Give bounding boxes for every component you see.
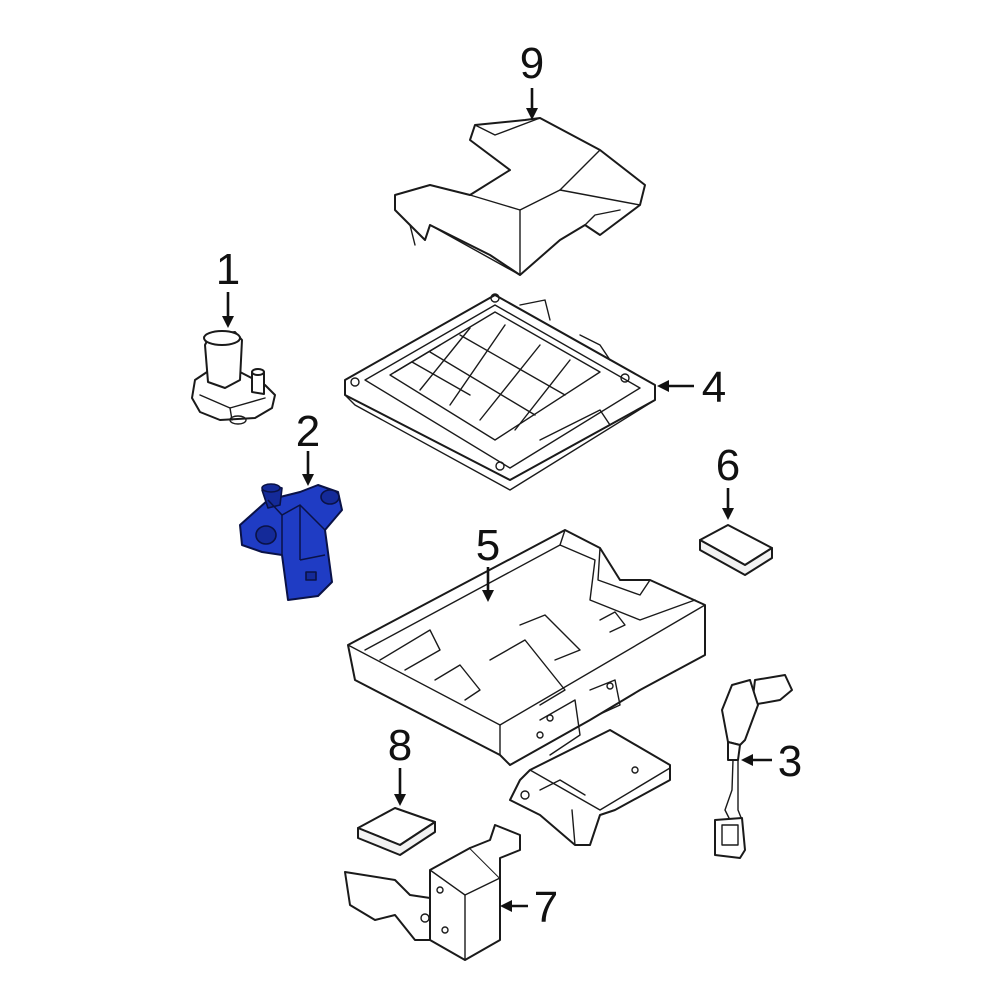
callout-5[interactable]: 5	[476, 521, 500, 570]
part-9-cover[interactable]	[394, 117, 646, 276]
part-2-sensor-highlighted[interactable]	[239, 483, 343, 601]
callout-arrow-4	[657, 380, 694, 392]
callout-arrow-1	[222, 292, 234, 328]
callout-7[interactable]: 7	[534, 883, 558, 932]
part-7-bracket[interactable]	[344, 824, 521, 961]
callout-arrow-8	[394, 768, 406, 806]
callout-4[interactable]: 4	[702, 363, 726, 412]
part-5-tray[interactable]	[347, 529, 706, 846]
callout-arrow-5	[482, 567, 494, 602]
callout-3[interactable]: 3	[778, 737, 802, 786]
callout-2[interactable]: 2	[296, 407, 320, 456]
part-1-sensor[interactable]	[191, 330, 276, 425]
callout-arrow-9	[526, 88, 538, 120]
callout-9[interactable]: 9	[520, 39, 544, 88]
callout-6[interactable]: 6	[716, 441, 740, 490]
callout-arrow-2	[302, 451, 314, 486]
callout-arrow-3	[741, 754, 772, 766]
callout-arrow-7	[500, 900, 528, 912]
callout-arrow-6	[722, 488, 734, 520]
part-4-control-module[interactable]	[344, 293, 656, 491]
part-3-cable-sensor[interactable]	[714, 674, 793, 859]
callout-8[interactable]: 8	[388, 721, 412, 770]
part-8-pad[interactable]	[357, 807, 436, 856]
part-6-pad[interactable]	[699, 524, 773, 576]
callout-1[interactable]: 1	[216, 245, 240, 294]
